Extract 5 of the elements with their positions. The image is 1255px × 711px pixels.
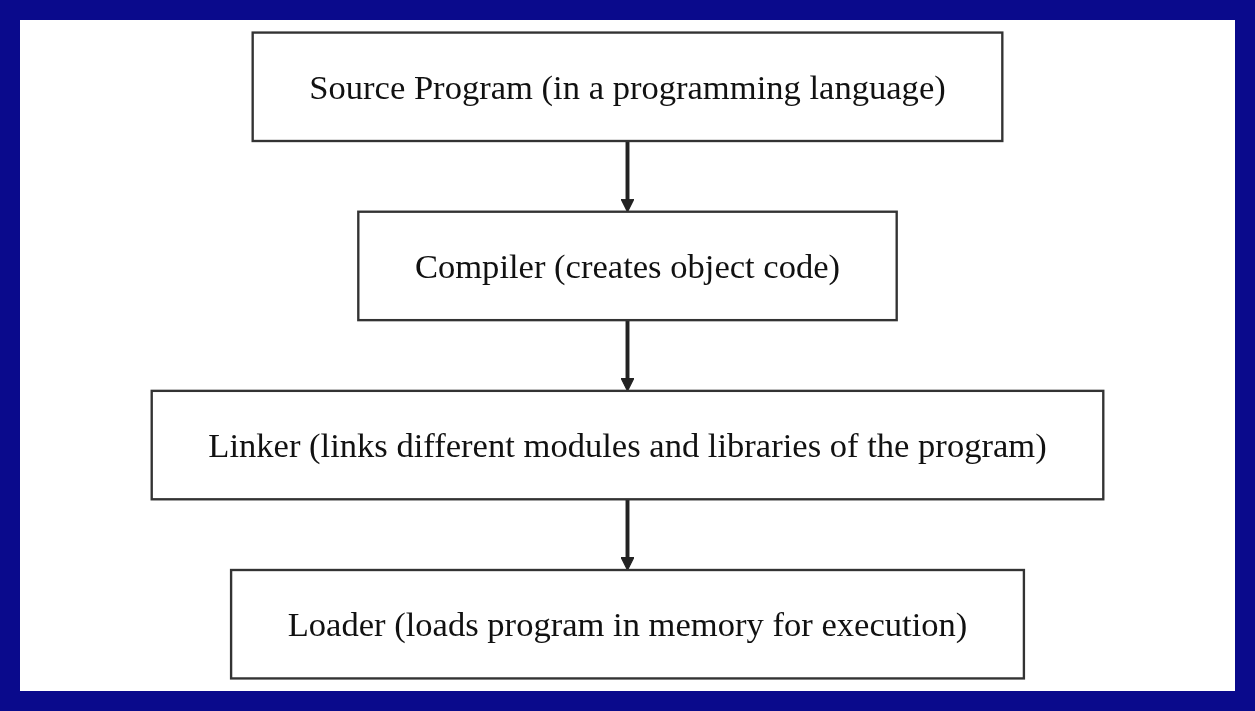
node-box: Linker (links different modules and libraries of the program) [150, 389, 1105, 501]
node-box: Loader (loads program in memory for execution) [229, 568, 1026, 680]
node-box: Compiler (creates object code) [357, 210, 898, 322]
node-box: Source Program (in a programming language) [251, 31, 1004, 143]
arrow [620, 499, 635, 571]
